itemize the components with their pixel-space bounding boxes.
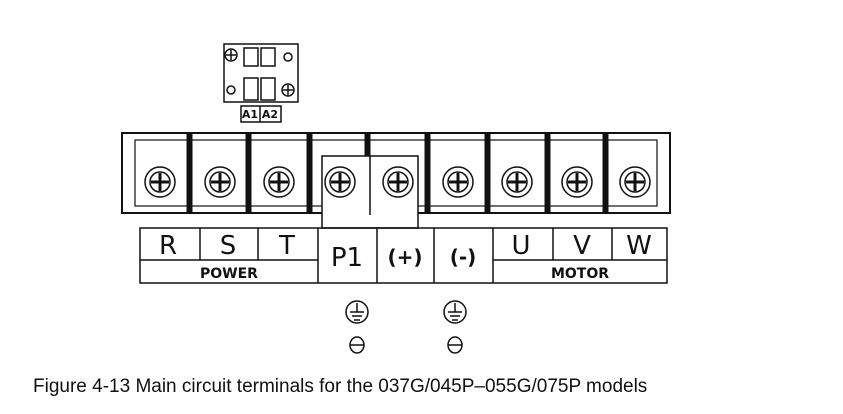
- screw-icon: [144, 166, 176, 198]
- figure-caption: Figure 4-13 Main circuit terminals for t…: [33, 376, 648, 397]
- screw-hole-icon: [447, 336, 463, 354]
- aux-label-a2: A2: [262, 108, 278, 121]
- screw-row: [144, 166, 651, 198]
- terminal-label-u: U: [511, 231, 530, 261]
- screw-icon: [263, 166, 295, 198]
- ground-terminal-left: [345, 300, 369, 354]
- terminal-label-plus: (+): [387, 245, 422, 269]
- screw-icon: [204, 166, 236, 198]
- screw-icon: [382, 166, 414, 198]
- label-strip: [139, 227, 668, 284]
- terminal-label-minus: (-): [450, 245, 477, 269]
- aux-terminal-block: [223, 43, 299, 123]
- screw-hole-icon: [349, 336, 365, 354]
- terminal-label-v: V: [573, 231, 591, 261]
- ground-icon: [345, 300, 369, 324]
- screw-icon: [619, 166, 651, 198]
- terminal-label-w: W: [626, 231, 652, 261]
- terminal-label-p1: P1: [331, 243, 363, 273]
- terminal-label-t: T: [278, 231, 295, 261]
- screw-icon: [442, 166, 474, 198]
- terminal-diagram: A1 A2: [121, 43, 671, 354]
- screw-icon: [561, 166, 593, 198]
- group-label-power: POWER: [200, 266, 258, 282]
- screw-icon: [324, 166, 356, 198]
- ground-icon: [443, 300, 467, 324]
- terminal-label-r: R: [159, 231, 177, 261]
- screw-icon: [501, 166, 533, 198]
- group-label-motor: MOTOR: [551, 266, 609, 282]
- terminal-label-s: S: [220, 231, 237, 261]
- aux-label-a1: A1: [242, 108, 258, 121]
- ground-terminal-right: [443, 300, 467, 354]
